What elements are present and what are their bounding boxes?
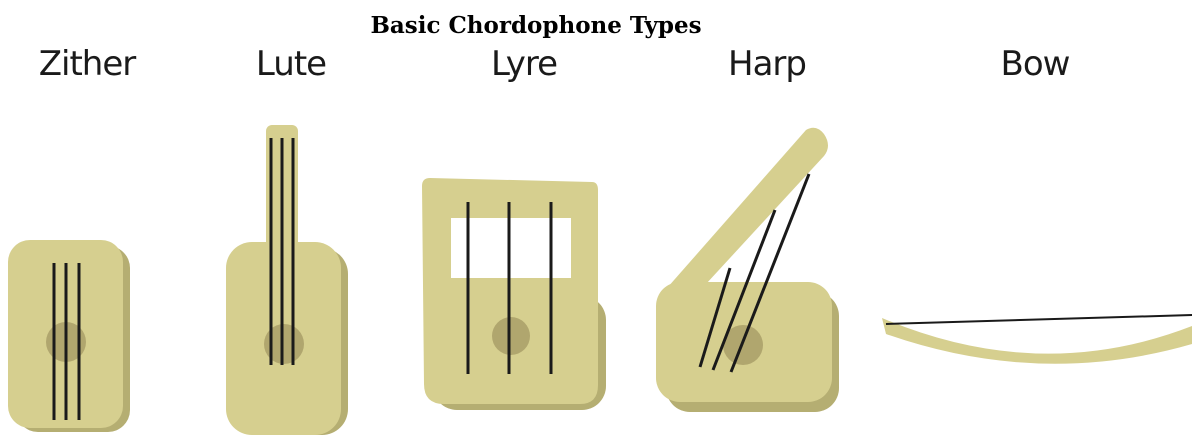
harp-neck (660, 128, 828, 296)
bow-string (886, 315, 1192, 324)
bow-stave (882, 318, 1192, 364)
bow-illustration (882, 315, 1192, 364)
zither-illustration (8, 240, 130, 432)
lyre-soundhole (492, 317, 530, 355)
lute-illustration (226, 125, 348, 435)
harp-illustration (656, 128, 839, 412)
lyre-illustration (422, 178, 606, 410)
